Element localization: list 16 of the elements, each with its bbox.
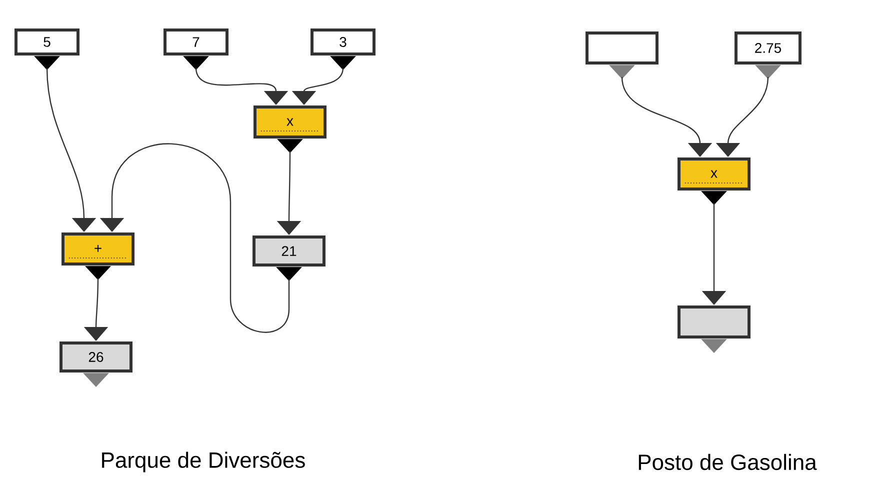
input-box: 3: [310, 28, 376, 70]
panel-title: Parque de Diversões: [102, 452, 305, 472]
input-box: [586, 32, 658, 79]
arrow: [46, 68, 96, 232]
output-box: 21: [252, 236, 326, 281]
operator-box: x: [254, 106, 326, 153]
arrow: [195, 68, 288, 105]
input-box: 7: [164, 28, 228, 70]
operator-box: x: [678, 158, 750, 205]
arrow: [621, 76, 712, 157]
input-box: 2.75: [734, 32, 802, 79]
panel-title: Posto de Gasolina: [638, 454, 817, 470]
output-box: 26: [60, 342, 132, 387]
operator-box: +: [62, 232, 134, 280]
output-box: [678, 306, 750, 353]
input-box: 5: [14, 28, 80, 70]
